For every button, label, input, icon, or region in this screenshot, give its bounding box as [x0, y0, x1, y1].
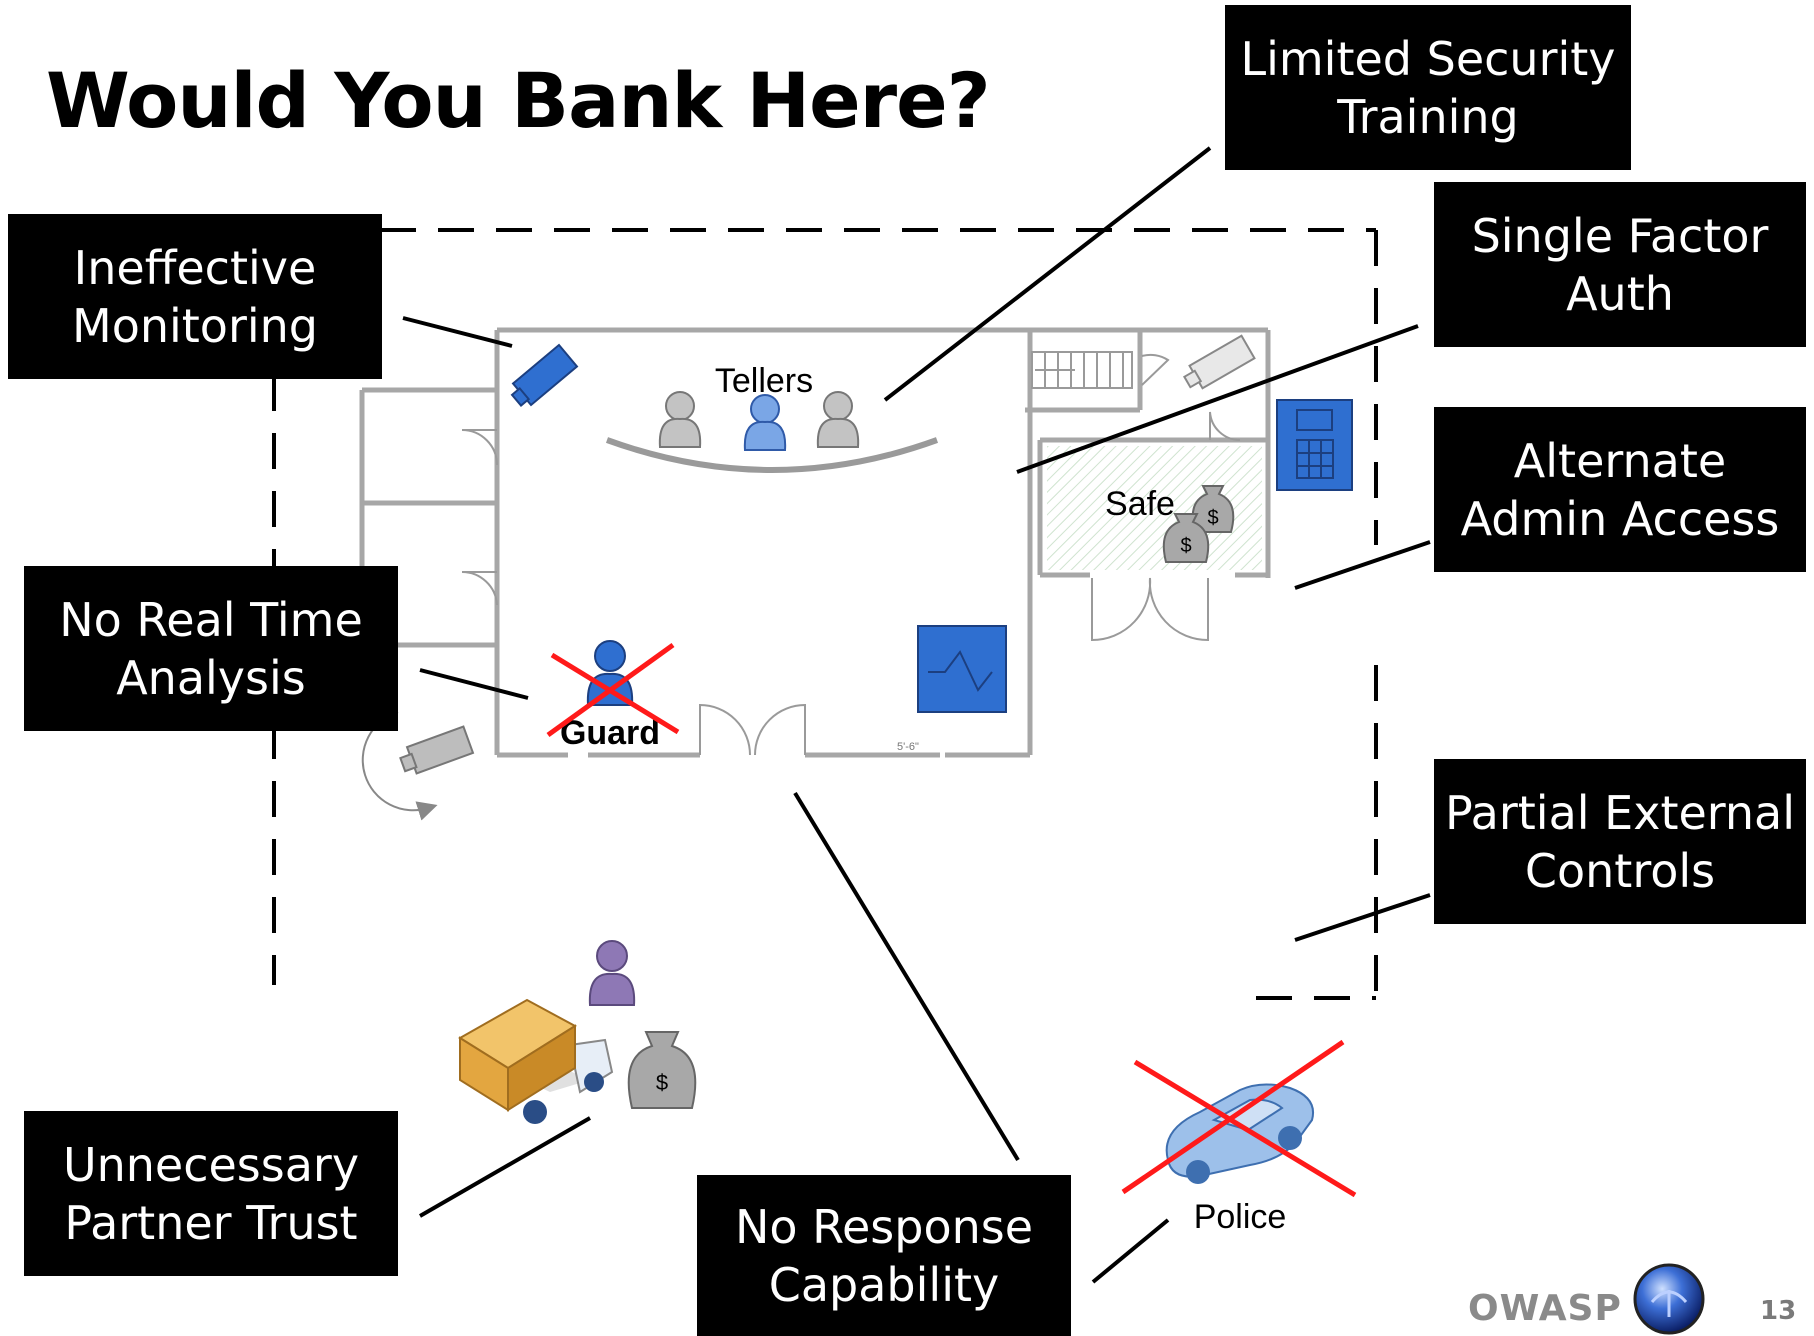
leader-partial-external-controls — [1294, 893, 1431, 942]
callout-alternate-admin-access: Alternate Admin Access — [1434, 407, 1806, 572]
back-room-camera-icon — [1182, 334, 1256, 390]
teller-person-icon-3 — [816, 391, 860, 448]
police-cross-icon — [1121, 1039, 1357, 1198]
money-symbol: $ — [1180, 535, 1191, 557]
guard-label: Guard — [560, 714, 660, 752]
leader-ineffective-monitoring — [402, 316, 513, 348]
money-symbol: $ — [1207, 507, 1218, 529]
police-car-icon — [1165, 1083, 1314, 1184]
partner-person-icon — [588, 940, 636, 1006]
monitor-panel-icon — [917, 625, 1007, 713]
keypad-panel-icon — [1276, 399, 1353, 491]
security-camera-icon — [510, 343, 579, 407]
owasp-logo-icon — [1633, 1263, 1705, 1335]
slide-title: Would You Bank Here? — [46, 56, 991, 145]
safe-label: Safe — [1105, 485, 1175, 523]
leader-alternate-admin-access — [1294, 540, 1431, 590]
delivery-truck-icon — [458, 998, 614, 1124]
callout-ineffective-monitoring: Ineffective Monitoring — [8, 214, 382, 379]
tellers-label: Tellers — [715, 362, 813, 400]
police-label: Police — [1194, 1198, 1287, 1236]
rotating-camera-icon — [399, 725, 475, 775]
callout-unnecessary-partner-trust: Unnecessary Partner Trust — [24, 1111, 398, 1276]
callout-partial-external-controls: Partial External Controls — [1434, 759, 1806, 924]
teller-people — [658, 391, 860, 451]
slide-number: 13 — [1760, 1296, 1797, 1326]
leader-no-real-time-analysis — [419, 668, 529, 700]
stairs — [1031, 351, 1133, 389]
owasp-brand-text: OWASP — [1468, 1288, 1622, 1329]
teller-person-icon-2 — [743, 394, 787, 451]
teller-counter — [605, 437, 939, 473]
guard-person-icon — [586, 640, 634, 706]
leader-limited-security-training — [883, 146, 1212, 402]
partner-money-bag-icon: $ — [627, 1031, 697, 1109]
money-symbol: $ — [656, 1070, 668, 1095]
leader-no-response-capability — [793, 791, 1020, 1162]
callout-no-real-time-analysis: No Real Time Analysis — [24, 566, 398, 731]
leader-unnecessary-partner-trust — [419, 1116, 591, 1218]
money-bags-in-safe: $ $ — [1162, 485, 1235, 563]
callout-leader-lines — [402, 146, 1431, 1284]
callout-no-response-capability: No Response Capability — [697, 1175, 1071, 1336]
guard-cross-icon — [546, 642, 680, 738]
callout-limited-security-training: Limited Security Training — [1225, 5, 1631, 170]
perimeter-dashed — [272, 228, 1378, 1000]
door-arcs — [461, 353, 1241, 756]
leader-single-factor-auth — [1016, 324, 1419, 474]
teller-person-icon-1 — [658, 391, 702, 448]
callout-single-factor-auth: Single Factor Auth — [1434, 182, 1806, 347]
dimension-label: 5'-6" — [897, 741, 919, 753]
leader-police — [1091, 1218, 1170, 1284]
